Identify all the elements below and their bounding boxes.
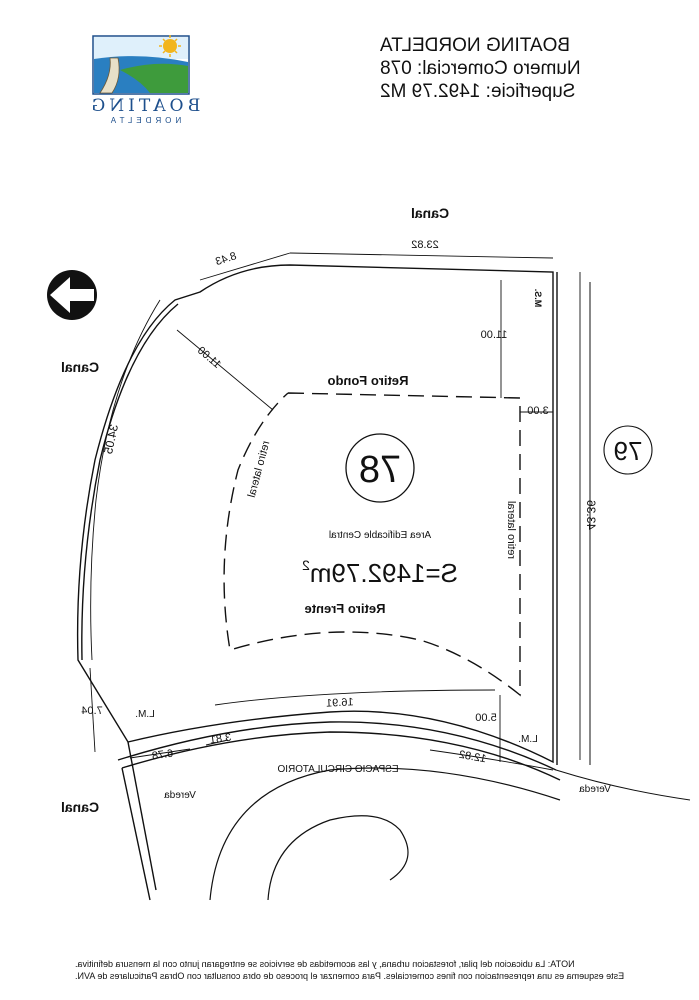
lm-left-label: L.M. <box>135 709 154 720</box>
vereda-left-label: Vereda <box>164 790 196 801</box>
dim-12-82: 12.82 <box>458 749 487 766</box>
retiro-lateral-left-label: retiro lateral <box>246 440 273 499</box>
dim-16-91: 16.91 <box>326 696 354 709</box>
lot-number-label: 78 <box>359 449 401 491</box>
header-superficie: Superficie: 1492.79 M2 <box>380 81 576 102</box>
surface-superscript: 2 <box>302 557 310 573</box>
area-edificable-label: Area Edificable Central <box>329 530 431 541</box>
ms-label: M.S. <box>533 289 543 308</box>
boating-logo <box>92 35 190 95</box>
header: BOATING NORDELTA Numero Comercial: 078 S… <box>380 34 620 103</box>
dim-34-05: 34.05 <box>101 423 121 456</box>
note-line-1: NOTA: La ubicacion del pilar, forestacio… <box>75 959 575 969</box>
note: NOTA: La ubicacion del pilar, forestacio… <box>75 958 685 982</box>
dim-3-81: 3.81 <box>209 732 232 747</box>
dim-3-00: 3.00 <box>527 405 548 417</box>
canal-top-label: Canal <box>411 205 449 221</box>
dim-11-00-right: 11.00 <box>481 329 508 341</box>
logo-sub: NORDELTA <box>106 116 182 125</box>
surface-label: S=1492.79m2 <box>302 557 458 588</box>
lot-number-circle <box>345 433 415 503</box>
north-arrow-icon <box>47 270 97 320</box>
neighbor-lot-label: 79 <box>614 436 643 466</box>
dim-6-78: 6.78 <box>151 748 174 763</box>
logo-text: BOATING NORDELTA <box>84 96 204 125</box>
lm-right-label: L.M. <box>518 734 537 745</box>
lot-boundary <box>76 264 554 764</box>
canal-bottom-label: Canal <box>61 799 99 815</box>
header-title: BOATING NORDELTA <box>380 35 571 56</box>
retiro-lateral-right-label: retiro lateral <box>505 501 517 559</box>
logo-name: BOATING <box>87 96 201 116</box>
retiro-area <box>223 392 521 697</box>
dim-7-04: 7.04 <box>81 705 102 717</box>
retiro-fondo-label: Retiro Fondo <box>328 373 409 388</box>
canal-left-label: Canal <box>61 359 99 375</box>
vereda-right-label: Vereda <box>579 784 611 795</box>
retiro-frente-label: Retiro Frente <box>305 601 386 616</box>
dim-43-36: 43.36 <box>584 500 598 530</box>
espacio-label: ESPACIO CIRCULATORIO <box>277 764 398 775</box>
dim-23-82: 23.82 <box>411 239 439 251</box>
neighbor-lot-circle <box>603 425 653 475</box>
header-numero: Numero Comercial: 078 <box>380 58 581 79</box>
dim-5-00: 5.00 <box>475 712 496 724</box>
dim-8-43: 8.43 <box>214 250 238 268</box>
note-line-2: Este esquema es una representacion con f… <box>75 971 625 981</box>
